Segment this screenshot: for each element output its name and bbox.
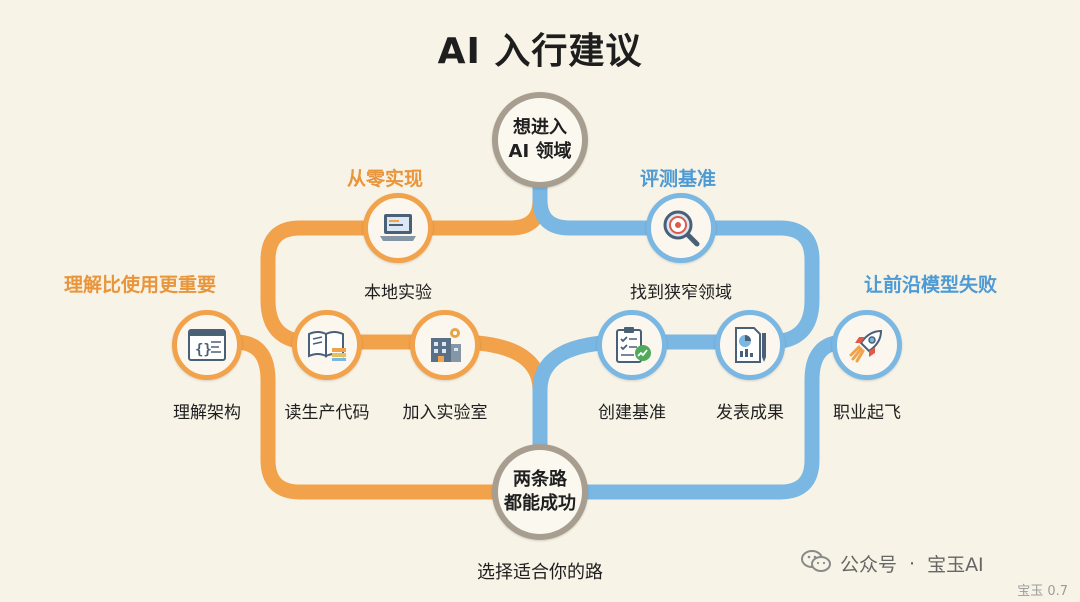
label-join-lab: 加入实验室 xyxy=(402,403,488,423)
start-hub-text: 想进入 AI 领域 xyxy=(508,117,572,162)
svg-text:{}: {} xyxy=(195,342,212,358)
watermark-name: 宝玉AI xyxy=(927,554,984,576)
report-pen-icon xyxy=(730,325,770,365)
label-local-experiment: 本地实验 xyxy=(364,283,432,303)
lab-building-icon xyxy=(425,326,465,364)
rocket-icon xyxy=(847,325,887,365)
section-left-top: 从零实现 xyxy=(347,168,424,190)
target-magnifier-icon xyxy=(661,208,701,248)
diagram-title: AI 入行建议 xyxy=(437,31,643,72)
watermark-separator: · xyxy=(909,552,916,575)
label-publish-results: 发表成果 xyxy=(716,403,784,423)
section-right-top: 评测基准 xyxy=(640,168,717,190)
end-hub: 两条路 都能成功 xyxy=(492,444,588,540)
watermark-version: 宝玉 0.7 xyxy=(1017,584,1068,599)
orange-lower-path xyxy=(202,334,503,500)
node-find-niche xyxy=(646,193,716,263)
book-stack-icon xyxy=(306,328,348,362)
node-local-experiment xyxy=(363,193,433,263)
label-find-niche: 找到狭窄领域 xyxy=(630,283,732,303)
code-window-icon: {} xyxy=(187,328,227,362)
orange-upper-path xyxy=(260,167,548,478)
node-career-takeoff xyxy=(832,310,902,380)
blue-lower-path xyxy=(577,334,878,500)
start-hub: 想进入 AI 领域 xyxy=(492,92,588,188)
end-hub-text: 两条路 都能成功 xyxy=(504,469,576,514)
clipboard-checklist-icon xyxy=(612,325,652,365)
node-understand-architecture: {} xyxy=(172,310,242,380)
label-understand-architecture: 理解架构 xyxy=(173,403,241,423)
node-read-code xyxy=(292,310,362,380)
watermark-prefix: 公众号 xyxy=(840,554,898,576)
laptop-code-icon xyxy=(378,211,418,245)
section-left-side: 理解比使用更重要 xyxy=(64,274,217,296)
node-publish-results xyxy=(715,310,785,380)
label-career-takeoff: 职业起飞 xyxy=(833,403,901,423)
node-join-lab xyxy=(410,310,480,380)
section-right-side: 让前沿模型失败 xyxy=(864,274,998,296)
label-read-code: 读生产代码 xyxy=(284,403,370,423)
node-create-benchmark xyxy=(597,310,667,380)
blue-upper-path xyxy=(532,167,820,478)
label-create-benchmark: 创建基准 xyxy=(598,403,666,423)
end-caption: 选择适合你的路 xyxy=(477,562,603,583)
wechat-icon xyxy=(800,548,832,579)
watermark: 公众号 · 宝玉AI xyxy=(800,548,984,579)
